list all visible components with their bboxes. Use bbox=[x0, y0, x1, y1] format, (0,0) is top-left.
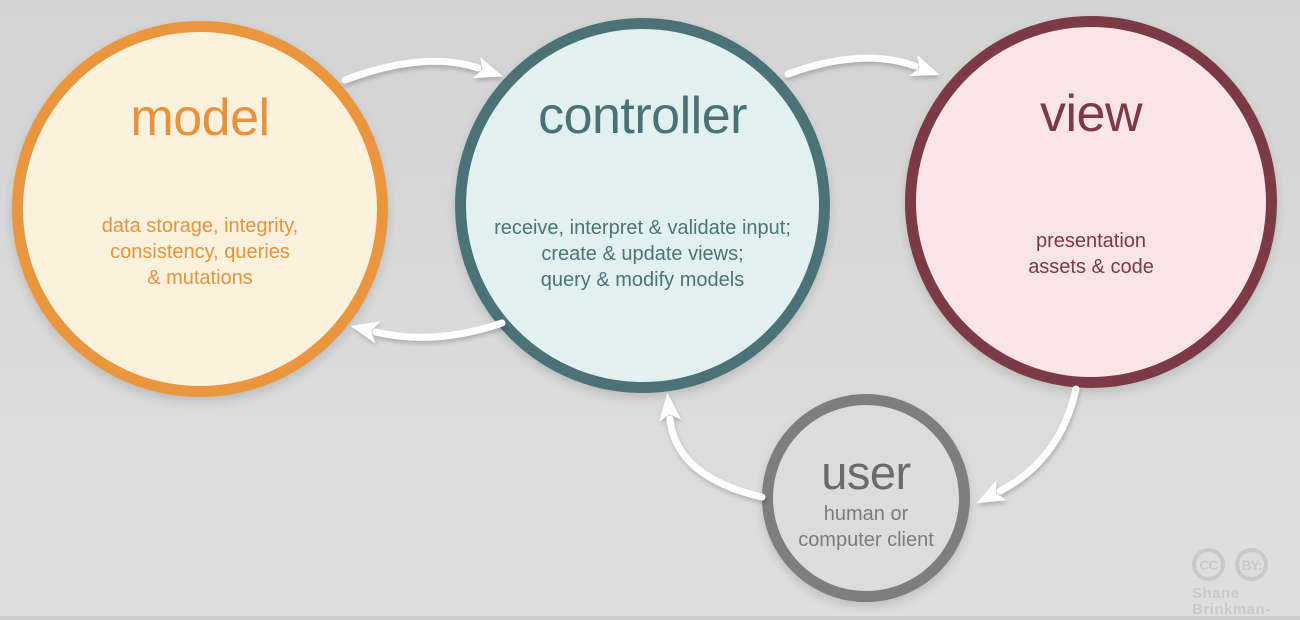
user-title: user bbox=[821, 446, 911, 499]
slide-bottom-edge bbox=[0, 616, 1300, 620]
model-description: data storage, integrity, consistency, qu… bbox=[101, 215, 299, 289]
arrow-controller-to-view bbox=[784, 54, 940, 78]
controller-description: receive, interpret & validate input; cre… bbox=[494, 217, 791, 291]
cc-icon: CC bbox=[1192, 548, 1225, 581]
arrow-user-to-controller bbox=[659, 392, 766, 501]
cc-by-icon: BY: bbox=[1235, 548, 1268, 581]
arrow-model-to-controller bbox=[341, 56, 503, 84]
view-description: presentation assets & code bbox=[1028, 230, 1154, 278]
user-node: user human or computer client bbox=[762, 394, 970, 602]
attribution-author: Shane Brinkman-Davis bbox=[1192, 585, 1271, 620]
model-node: model data storage, integrity, consisten… bbox=[12, 21, 388, 397]
controller-node: controller receive, interpret & validate… bbox=[455, 18, 830, 393]
view-node: view presentation assets & code bbox=[905, 16, 1277, 388]
cc-license-watermark: CC BY: Shane Brinkman-Davis bbox=[1192, 548, 1300, 620]
user-description: human or computer client bbox=[798, 503, 934, 551]
arrow-view-to-user bbox=[976, 385, 1080, 504]
arrow-controller-to-model bbox=[350, 319, 506, 344]
cc-badges: CC BY: bbox=[1192, 548, 1300, 581]
model-title: model bbox=[130, 89, 270, 147]
view-title: view bbox=[1039, 85, 1143, 143]
controller-title: controller bbox=[538, 87, 747, 145]
